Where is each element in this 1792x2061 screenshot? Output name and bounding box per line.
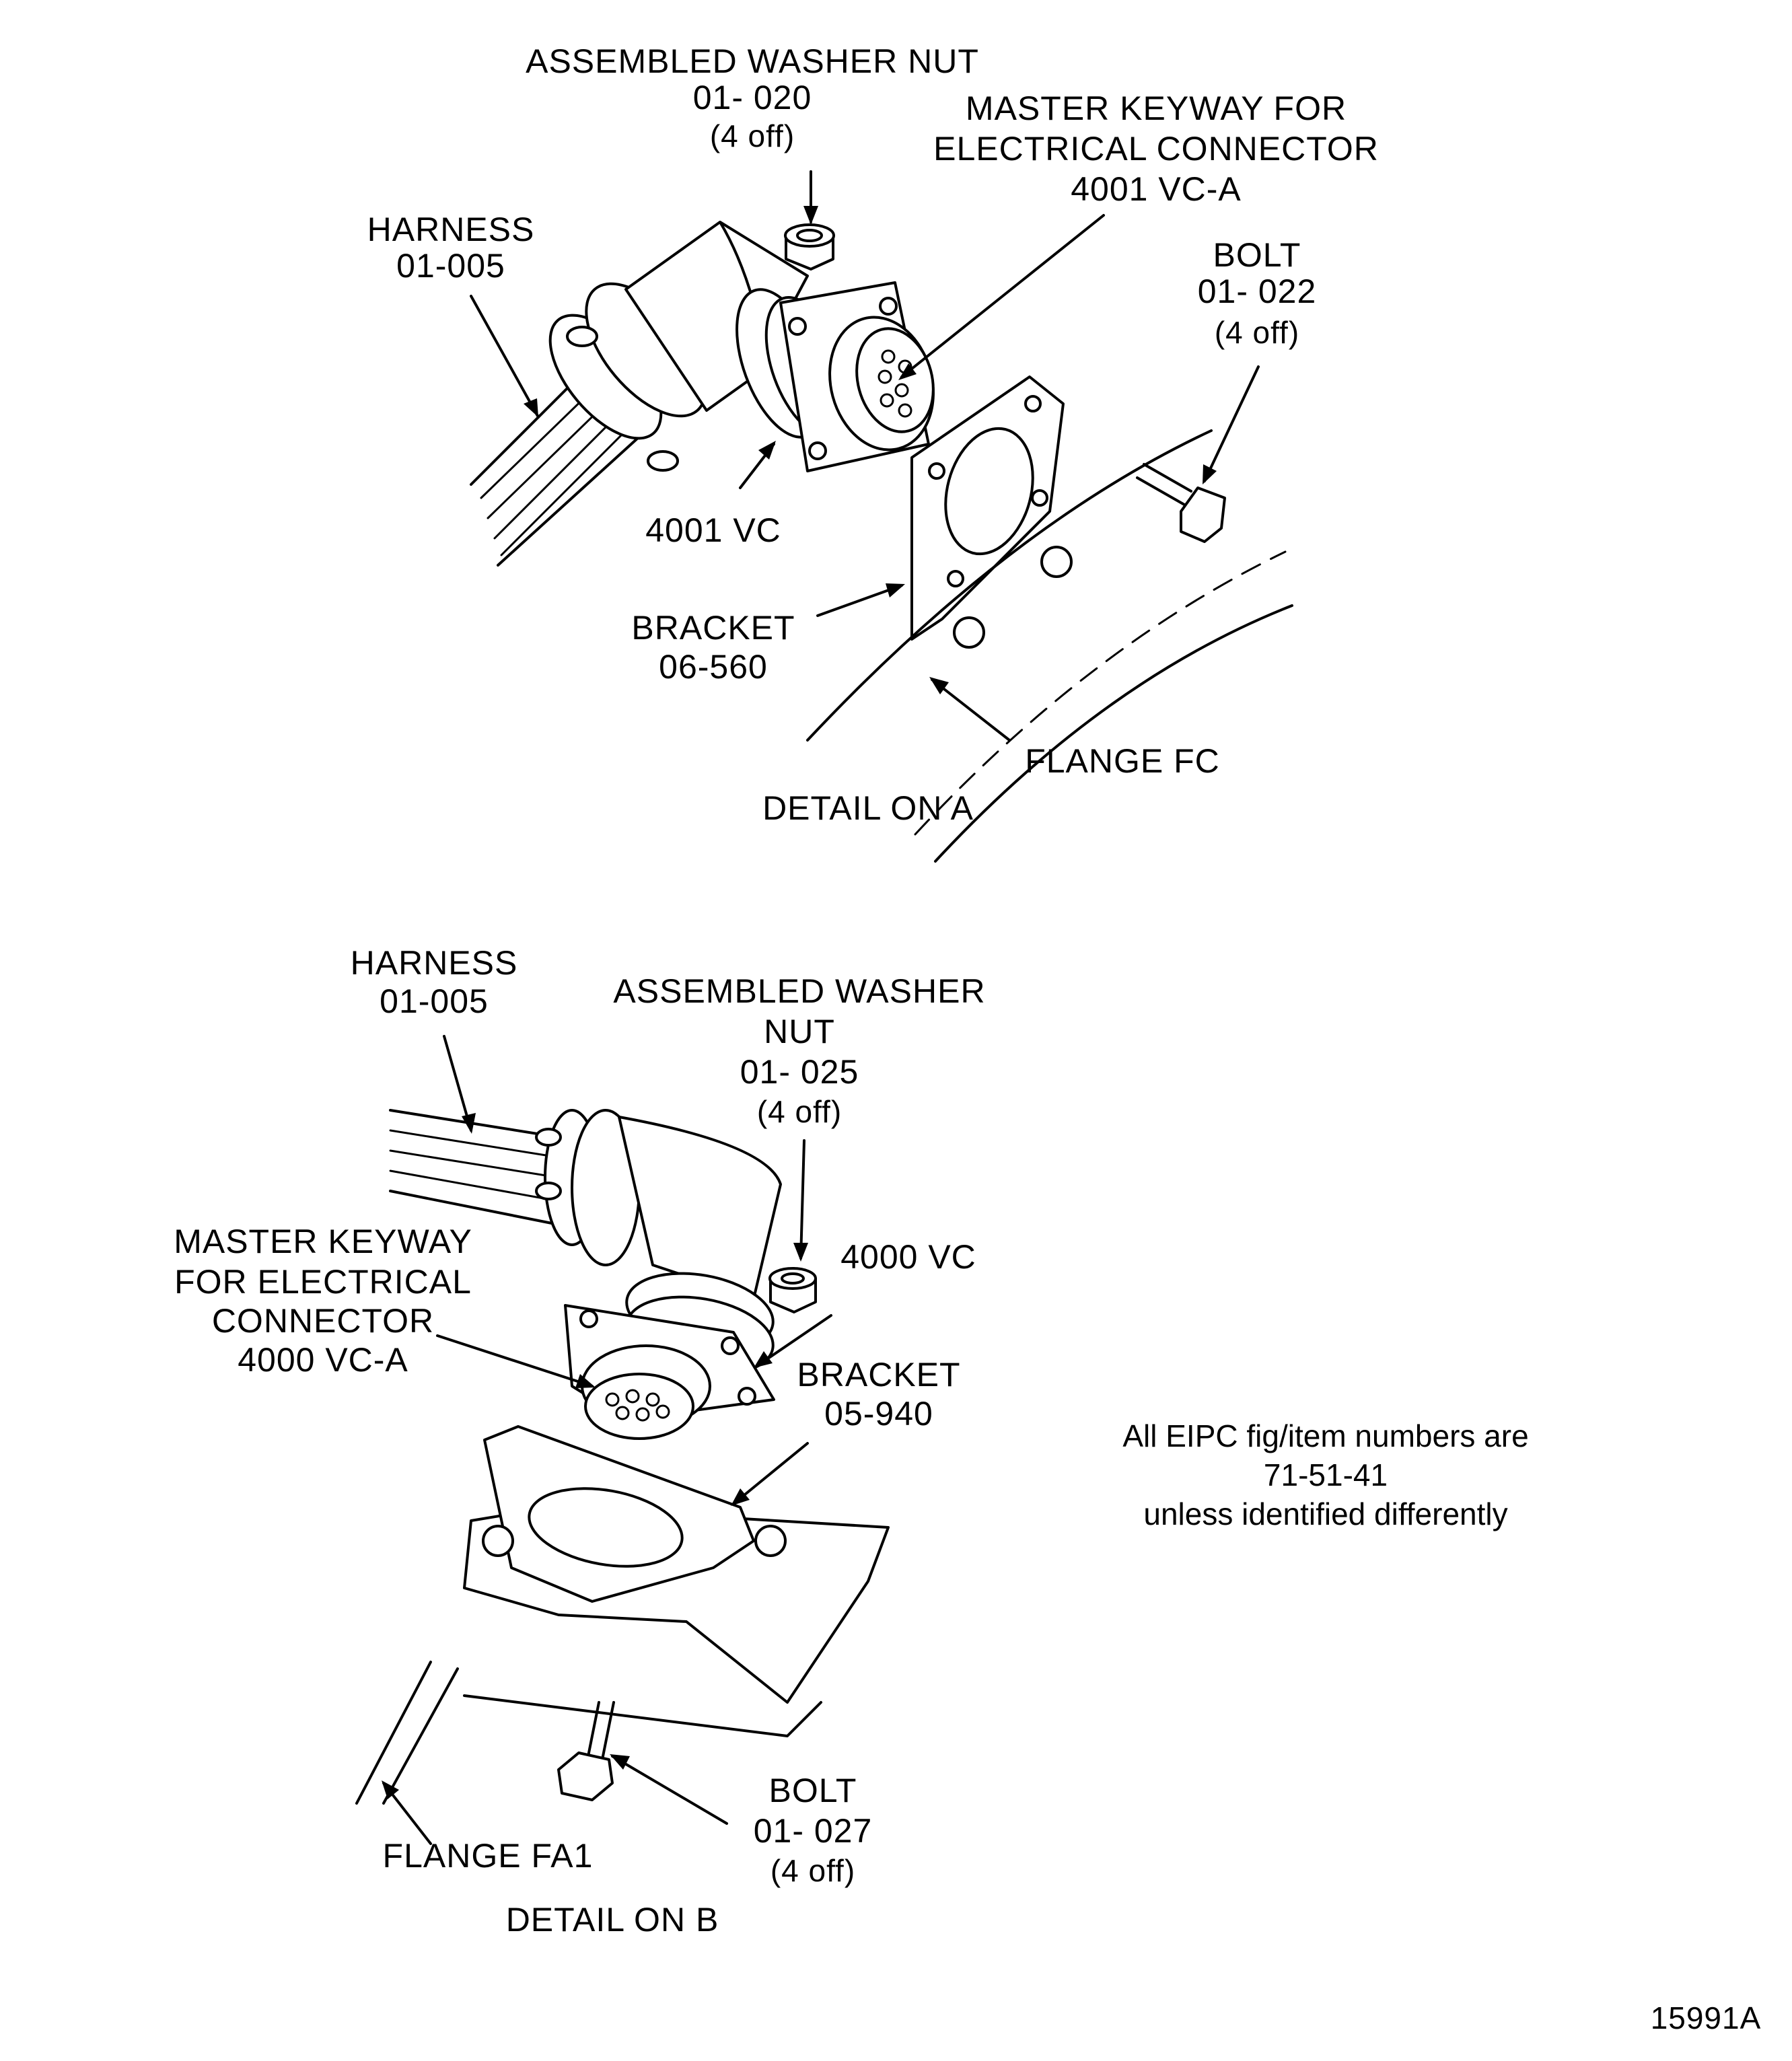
detail-b-leaders bbox=[382, 1035, 832, 1845]
washer-nut-b-label-line1: ASSEMBLED WASHER bbox=[613, 972, 985, 1010]
keyway-a-label-line1: MASTER KEYWAY FOR bbox=[966, 89, 1347, 127]
keyway-b-label-line1: MASTER KEYWAY bbox=[174, 1223, 472, 1260]
connector-4001vc-body bbox=[548, 221, 935, 472]
flange-fa1-label: FLANGE FA1 bbox=[383, 1837, 594, 1875]
bolt-a bbox=[1136, 463, 1226, 543]
washer-nut-a-label-line3: (4 off) bbox=[710, 118, 795, 153]
bracket-06-560 bbox=[910, 375, 1065, 641]
harness-a-cable bbox=[470, 375, 647, 567]
keyway-a-label-line3: 4001 VC-A bbox=[1071, 170, 1242, 208]
harness-b-label-line2: 01-005 bbox=[380, 982, 489, 1020]
connector-4001vc-label: 4001 VC bbox=[645, 511, 781, 549]
keyway-b-label-line4: 4000 VC-A bbox=[238, 1341, 408, 1379]
flange-fc bbox=[806, 429, 1293, 863]
detail-b-illustration bbox=[355, 1109, 890, 1805]
keyway-b-label-line3: CONNECTOR bbox=[212, 1302, 434, 1340]
detail-a-leaders bbox=[470, 170, 1260, 742]
bolt-a-label-line3: (4 off) bbox=[1215, 315, 1299, 350]
bracket-05-940-label-line2: 05-940 bbox=[824, 1395, 933, 1433]
bracket-05-940-label-line1: BRACKET bbox=[797, 1356, 960, 1394]
washer-nut-a-label-line2: 01- 020 bbox=[693, 79, 812, 116]
bracket-06-560-label-line1: BRACKET bbox=[631, 609, 795, 647]
harness-b-label-line1: HARNESS bbox=[351, 944, 518, 982]
bolt-b-label-line1: BOLT bbox=[769, 1772, 857, 1809]
bolt-b-label-line3: (4 off) bbox=[770, 1853, 855, 1888]
harness-b-cable bbox=[389, 1109, 560, 1226]
washer-nut-b-label-line2: NUT bbox=[764, 1013, 835, 1050]
keyway-a-label-line2: ELECTRICAL CONNECTOR bbox=[933, 130, 1379, 168]
bracket-06-560-label-line2: 06-560 bbox=[659, 648, 768, 686]
note-line3: unless identified differently bbox=[1143, 1496, 1507, 1531]
connector-4000vc-body bbox=[535, 1109, 782, 1440]
detail-a-title: DETAIL ON A bbox=[762, 789, 974, 827]
bolt-a-label-line1: BOLT bbox=[1213, 236, 1301, 274]
note-line1: All EIPC fig/item numbers are bbox=[1122, 1418, 1528, 1453]
connector-4000vc-label: 4000 VC bbox=[840, 1238, 976, 1276]
washer-nut-a-label-line1: ASSEMBLED WASHER NUT bbox=[526, 42, 979, 80]
bolt-a-label-line2: 01- 022 bbox=[1198, 273, 1317, 310]
washer-nut-b-label-line3: 01- 025 bbox=[740, 1053, 859, 1091]
washer-nut-b-label-line4: (4 off) bbox=[757, 1094, 842, 1129]
harness-a-label-line2: 01-005 bbox=[396, 247, 505, 285]
bracket-05-940 bbox=[355, 1425, 890, 1805]
figure-id: 15991A bbox=[1651, 2000, 1762, 2035]
harness-a-label-line1: HARNESS bbox=[367, 211, 535, 248]
note-line2: 71-51-41 bbox=[1264, 1457, 1388, 1492]
washer-nut-b bbox=[768, 1267, 817, 1313]
detail-a-illustration bbox=[470, 221, 1293, 863]
bolt-b bbox=[557, 1701, 615, 1801]
washer-nut-a bbox=[784, 223, 835, 270]
detail-b-title: DETAIL ON B bbox=[506, 1901, 719, 1939]
flange-fc-label: FLANGE FC bbox=[1025, 742, 1220, 780]
keyway-b-label-line2: FOR ELECTRICAL bbox=[174, 1263, 472, 1301]
bolt-b-label-line2: 01- 027 bbox=[754, 1812, 873, 1850]
